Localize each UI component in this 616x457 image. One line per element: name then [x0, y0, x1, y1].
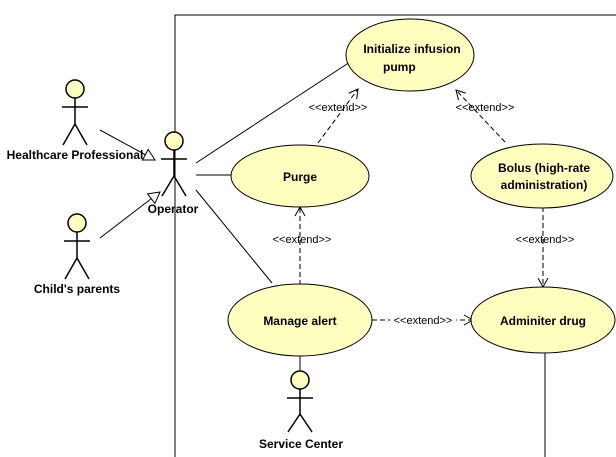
use-case-manage-alert[interactable]: Manage alert [227, 283, 373, 357]
actor-service-center[interactable]: Service Center [259, 370, 343, 451]
extend-purge-to-initialize [317, 88, 359, 144]
extend-bolus-to-initialize [455, 89, 506, 143]
extend-label-purge-initialize: <<extend>> [309, 102, 368, 114]
use-case-label: Adminiter drug [500, 314, 586, 328]
extend-label-alert-administer: <<extend>> [394, 315, 453, 327]
extend-label-bolus-initialize: <<extend>> [456, 102, 515, 114]
use-case-ellipse [227, 283, 373, 357]
association-operator-initialize [195, 61, 351, 164]
actor-childs-parents[interactable]: Child's parents [34, 213, 121, 296]
actor-stick-figure-icon [161, 131, 187, 197]
use-case-administer-drug[interactable]: Adminiter drug [470, 286, 616, 354]
use-case-bolus[interactable]: Bolus (high-rate administration) [470, 143, 614, 209]
extend-label-backdrop [390, 313, 456, 327]
generalization-parents-to-operator [99, 191, 161, 239]
use-case-ellipse [470, 143, 614, 209]
actor-label: Healthcare Professional [7, 148, 144, 162]
actor-operator[interactable]: Operator [148, 131, 199, 216]
use-case-ellipse [345, 18, 475, 92]
generalization-healthcare-to-operator [99, 129, 156, 161]
actor-label: Service Center [259, 437, 343, 451]
actor-stick-figure-icon [62, 79, 88, 146]
extend-label-bolus-administer: <<extend>> [516, 234, 575, 246]
use-case-label-line-2: pump [383, 60, 416, 74]
actor-stick-figure-icon [64, 213, 90, 280]
use-case-ellipse [470, 286, 616, 354]
actor-stick-figure-icon [287, 370, 313, 433]
use-case-label-line-1: Bolus (high-rate [498, 161, 590, 175]
use-case-label-line-1: Initialize infusion [363, 42, 460, 56]
use-case-ellipse [230, 144, 370, 208]
use-case-purge[interactable]: Purge [230, 144, 370, 208]
use-case-initialize-infusion-pump[interactable]: Initialize infusion pump [345, 18, 475, 92]
use-case-label-line-2: administration) [501, 178, 588, 192]
association-operator-manage-alert [195, 189, 273, 284]
use-case-label: Manage alert [263, 314, 336, 328]
actor-healthcare-professional[interactable]: Healthcare Professional [7, 79, 144, 162]
actor-label: Child's parents [34, 282, 121, 296]
system-boundary [174, 14, 616, 457]
extend-label-alert-purge: <<extend>> [273, 234, 332, 246]
use-case-label: Purge [283, 170, 317, 184]
actor-label: Operator [148, 202, 199, 216]
